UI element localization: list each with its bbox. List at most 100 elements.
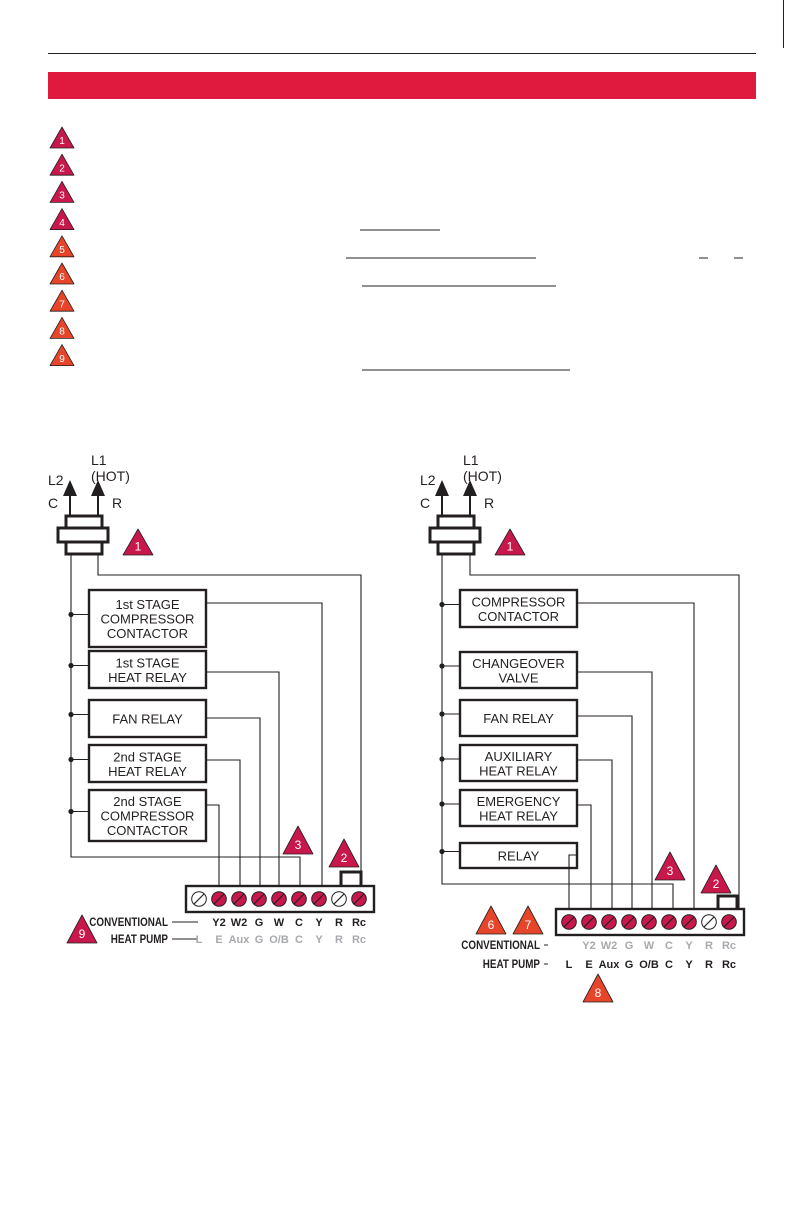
callout-note-c: 8: [582, 973, 614, 1003]
component-box-2: [87, 649, 208, 690]
hp-terminal-l: L: [566, 959, 573, 971]
label-hot: (HOT): [91, 468, 130, 484]
component-text: 1st STAGE: [115, 597, 179, 612]
warning-triangle-icon: [49, 344, 75, 367]
wire-w2: [206, 759, 241, 886]
component-text: CONTACTOR: [107, 626, 188, 641]
r-rc-jumper: [339, 870, 363, 886]
warning-triangle-icon: [328, 838, 360, 868]
heat-pump-label: HEAT PUMP: [111, 933, 168, 946]
warning-triangle-icon: [475, 905, 507, 935]
arrow-up-icon-c: [435, 480, 449, 496]
callout-jumper: 2: [328, 838, 360, 868]
component-box-4: [87, 743, 208, 784]
component-text: HEAT RELAY: [479, 763, 558, 778]
callout-note-b-number: 7: [525, 918, 532, 932]
hot-wire: [97, 554, 362, 886]
terminal-screw-5: [641, 914, 657, 930]
hp-terminal-l: L: [196, 934, 203, 946]
callout-common: 3: [654, 851, 686, 881]
legend-note-6: 6: [49, 262, 75, 285]
heat-pump-label: HEAT PUMP: [483, 958, 540, 971]
hp-terminal-g: G: [625, 959, 634, 971]
legend-note-1-number: 1: [59, 136, 65, 147]
component-text: CONTACTOR: [478, 609, 559, 624]
component-box-3: [458, 698, 579, 738]
terminal-screw-8: [701, 914, 717, 930]
label-l1: L1: [91, 452, 107, 468]
hp-terminal-e: E: [585, 959, 592, 971]
label-l1: L1: [463, 452, 479, 468]
screw-slot: [683, 916, 695, 928]
component-text: EMERGENCY: [477, 794, 561, 809]
conv-terminal-r: R: [705, 940, 713, 952]
callout-terminal-labels: 9: [66, 914, 98, 944]
callout-note-b: 7: [512, 905, 544, 935]
conv-terminal-rc: Rc: [722, 940, 736, 952]
conv-terminal-w2: W2: [601, 940, 618, 952]
conv-terminal-c: C: [665, 940, 673, 952]
component-text: 1st STAGE: [115, 655, 179, 670]
header-rule: [48, 53, 756, 54]
transformer-bottom: [64, 540, 104, 556]
hp-terminal-rc: Rc: [352, 934, 366, 946]
screw-slot: [233, 893, 245, 905]
transformer-bottom: [436, 540, 476, 556]
legend-note-7: 7: [49, 289, 75, 312]
wire-g: [577, 715, 633, 909]
callout-transformer: 1: [494, 528, 526, 556]
callout-note-a-number: 6: [488, 918, 495, 932]
transformer-top: [64, 514, 104, 530]
component-text: HEAT RELAY: [479, 808, 558, 823]
common-wire: [70, 554, 301, 886]
terminal-screw-9: [351, 891, 367, 907]
hp-terminal-rc: Rc: [722, 959, 736, 971]
hp-terminal-g: G: [255, 934, 264, 946]
callout-transformer-number: 1: [135, 539, 142, 553]
warning-triangle-icon: [700, 864, 732, 894]
conv-terminal-rc: Rc: [352, 917, 366, 929]
callout-transformer: 1: [122, 528, 154, 556]
legend-note-9: 9: [49, 344, 75, 367]
conv-terminal-y2: Y2: [212, 917, 225, 929]
transformer-primary: [428, 526, 482, 544]
legend-note-7-number: 7: [59, 299, 65, 310]
terminal-screw-4: [621, 914, 637, 930]
callout-transformer-number: 1: [507, 539, 514, 553]
callout-common-number: 3: [295, 838, 302, 852]
screw-slot: [253, 893, 265, 905]
conv-terminal-y: Y: [315, 917, 323, 929]
common-wire: [441, 554, 674, 909]
label-r: R: [484, 495, 494, 511]
legend-note-5: 5: [49, 235, 75, 258]
terminal-screw-7: [681, 914, 697, 930]
legend-note-3-number: 3: [59, 191, 65, 202]
component-text: RELAY: [498, 849, 540, 864]
hp-terminal-ob: O/B: [269, 934, 289, 946]
conv-terminal-g: G: [625, 940, 634, 952]
wire-e: [577, 804, 592, 909]
component-text: AUXILIARY: [485, 749, 553, 764]
legend-note-4: 4: [49, 208, 75, 230]
callout-jumper-number: 2: [341, 851, 348, 865]
legend-note-6-number: 6: [59, 272, 65, 283]
wire-y2: [206, 804, 220, 886]
conventional-label: CONVENTIONAL: [461, 939, 540, 952]
component-text: 2nd STAGE: [113, 794, 182, 809]
screw-slot: [623, 916, 635, 928]
component-box-2: [458, 650, 579, 690]
screw-slot: [703, 916, 715, 928]
terminal-screw-7: [311, 891, 327, 907]
screw-slot: [603, 916, 615, 928]
screw-slot: [313, 893, 325, 905]
legend-note-2: 2: [49, 153, 75, 176]
screw-slot: [353, 893, 365, 905]
warning-triangle-icon: [494, 528, 526, 556]
section-banner-bar: [48, 72, 756, 99]
conv-terminal-y: Y: [685, 940, 693, 952]
terminal-screw-6: [661, 914, 677, 930]
screw-slot: [663, 916, 675, 928]
wire-aux: [577, 759, 613, 909]
conv-terminal-y2: Y2: [582, 940, 595, 952]
